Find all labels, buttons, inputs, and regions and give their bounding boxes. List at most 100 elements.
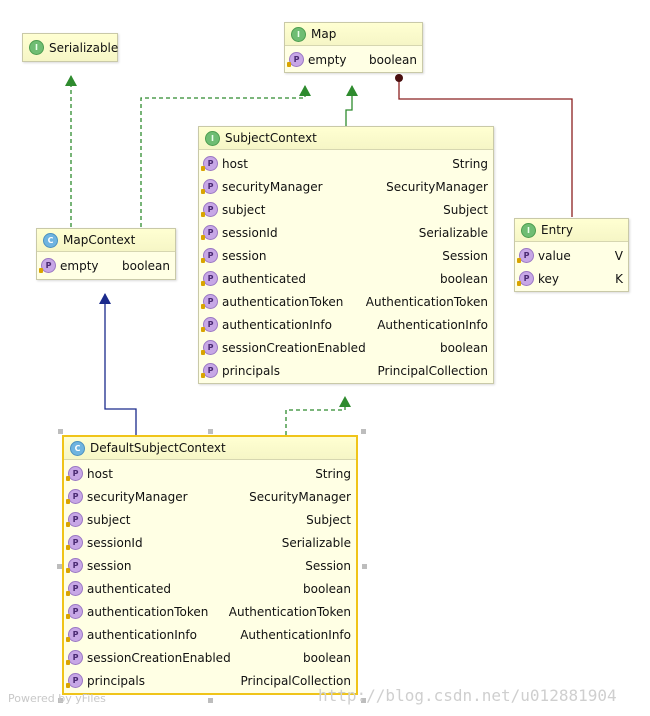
resize-handle-se[interactable] <box>361 698 366 703</box>
property-type: String <box>315 466 351 481</box>
property-icon: P <box>66 512 83 527</box>
watermark: http://blog.csdn.net/u012881904 <box>318 686 617 705</box>
property-name: empty <box>308 52 347 67</box>
property-type: boolean <box>303 581 351 596</box>
edge-defaultsubjectcontext-subjectcontext <box>285 396 351 435</box>
property-type: PrincipalCollection <box>240 673 352 688</box>
property-name: host <box>87 466 113 481</box>
property-type: boolean <box>440 271 488 286</box>
property-name: authenticated <box>222 271 306 286</box>
property-type: boolean <box>303 650 351 665</box>
property-icon: P <box>66 650 83 665</box>
node-title: MapContext <box>63 233 136 247</box>
property-type: AuthenticationToken <box>228 604 351 619</box>
resize-handle-e[interactable] <box>362 564 367 569</box>
property-name: subject <box>222 202 266 217</box>
property-type: AuthenticationInfo <box>240 627 351 642</box>
property-type: boolean <box>122 258 170 273</box>
resize-handle-w[interactable] <box>57 564 62 569</box>
property-type: SecurityManager <box>386 179 488 194</box>
property-icon: P <box>517 248 534 263</box>
property-name: key <box>538 271 560 286</box>
property-name: authenticated <box>87 581 171 596</box>
class-icon: C <box>43 232 58 248</box>
property-icon: P <box>66 489 83 504</box>
property-icon: P <box>517 271 534 286</box>
property-icon: P <box>287 52 304 67</box>
property-icon: P <box>66 604 83 619</box>
property-type: Session <box>442 248 488 263</box>
property-name: sessionCreationEnabled <box>222 340 366 355</box>
edge-defaultsubjectcontext-mapcontext <box>99 293 137 435</box>
property-name: securityManager <box>222 179 323 194</box>
property-type: AuthenticationToken <box>365 294 488 309</box>
property-type: Session <box>305 558 351 573</box>
resize-handle-nw[interactable] <box>58 429 63 434</box>
property-type: AuthenticationInfo <box>377 317 488 332</box>
property-type: Subject <box>306 512 351 527</box>
property-name: sessionId <box>87 535 143 550</box>
property-type: V <box>614 248 623 263</box>
property-icon: P <box>201 271 218 286</box>
property-name: sessionId <box>222 225 278 240</box>
property-icon: P <box>66 558 83 573</box>
resize-handle-s[interactable] <box>208 698 213 703</box>
resize-handle-ne[interactable] <box>361 429 366 434</box>
property-type: SecurityManager <box>249 489 351 504</box>
node-title: SubjectContext <box>225 131 317 145</box>
property-type: String <box>452 156 488 171</box>
property-type: boolean <box>369 52 417 67</box>
resize-handle-n[interactable] <box>208 429 213 434</box>
property-name: session <box>222 248 267 263</box>
property-icon: P <box>201 156 218 171</box>
property-icon: P <box>66 535 83 550</box>
node-title: Map <box>311 27 337 41</box>
node-serializable[interactable]: I Serializable <box>22 33 118 62</box>
property-name: value <box>538 248 571 263</box>
node-map[interactable]: I Map P empty boolean <box>284 22 423 73</box>
node-properties: P empty boolean <box>285 46 422 72</box>
property-name: sessionCreationEnabled <box>87 650 231 665</box>
property-name: empty <box>60 258 99 273</box>
node-title: Serializable <box>49 40 119 55</box>
resize-handle-sw[interactable] <box>58 698 63 703</box>
interface-icon: I <box>205 130 220 146</box>
edge-subjectcontext-map <box>345 85 358 126</box>
property-row[interactable]: P empty boolean <box>285 48 422 71</box>
property-icon: P <box>66 581 83 596</box>
property-name: principals <box>222 363 280 378</box>
property-type: boolean <box>440 340 488 355</box>
